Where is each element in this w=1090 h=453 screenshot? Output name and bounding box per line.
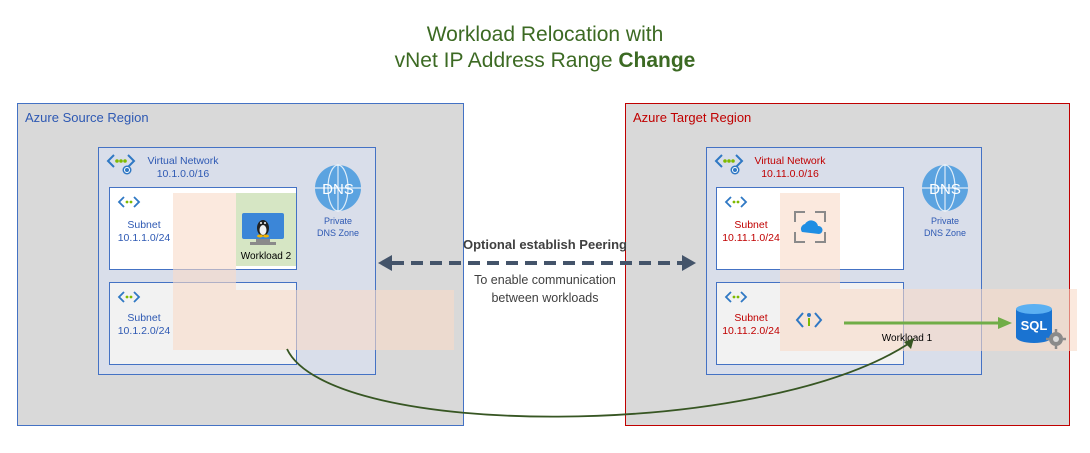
relocation-highlight <box>780 193 840 289</box>
source-vnet-label: Virtual Network <box>147 155 219 167</box>
sql-icon-text: SQL <box>1021 318 1048 333</box>
private-endpoint-icon <box>795 312 823 328</box>
dns-icon-text: DNS <box>929 181 961 198</box>
peering-arrow <box>378 255 696 271</box>
peering-line-1: To enable communication <box>474 273 616 287</box>
subnet-icon <box>117 291 141 303</box>
cloud-service-icon <box>794 211 826 243</box>
source-subnet-1-label: Subnet <box>127 219 161 231</box>
workload-2-label: Workload 2 <box>240 251 292 262</box>
target-vnet-range: 10.11.0.0/16 <box>761 168 819 180</box>
target-subnet-1-range: 10.11.1.0/24 <box>722 232 780 244</box>
dns-zone-icon: DNS <box>315 164 361 212</box>
title-emphasis: Change <box>618 49 696 72</box>
subnet-icon <box>724 196 748 208</box>
title-prefix: vNet IP Address Range <box>394 49 619 72</box>
diagram-title-line-2: vNet IP Address Range Change <box>0 48 1090 74</box>
source-subnet-2-range: 10.1.2.0/24 <box>117 325 171 337</box>
target-dns-label-1: Private <box>930 216 959 226</box>
subnet-icon <box>117 196 141 208</box>
virtual-network-icon <box>714 154 744 175</box>
subnet-icon <box>724 291 748 303</box>
relocation-highlight <box>173 193 236 350</box>
virtual-network-icon <box>106 154 136 175</box>
source-dns-label-2: DNS Zone <box>316 228 360 238</box>
source-region-label: Azure Source Region <box>25 110 149 125</box>
peering-title: Optional establish Peering <box>463 237 627 252</box>
relocation-highlight <box>236 290 454 350</box>
target-vnet-label: Virtual Network <box>754 155 826 167</box>
source-subnet-1-range: 10.1.1.0/24 <box>117 232 171 244</box>
diagram-title-line-1: Workload Relocation with <box>426 23 664 46</box>
target-subnet-1-label: Subnet <box>734 219 768 231</box>
peering-line-2: between workloads <box>491 291 599 305</box>
source-vnet-range: 10.1.0.0/16 <box>156 168 210 180</box>
sql-database-icon: SQL <box>1016 304 1066 349</box>
linux-vm-icon <box>242 213 284 245</box>
workload-1-arrow <box>844 317 1012 329</box>
workload-1-label: Workload 1 <box>881 333 933 344</box>
target-dns-label-2: DNS Zone <box>923 228 967 238</box>
dns-icon-text: DNS <box>322 181 354 198</box>
target-region-label: Azure Target Region <box>633 110 752 125</box>
dns-zone-icon: DNS <box>922 164 968 212</box>
target-subnet-2-range: 10.11.2.0/24 <box>722 325 780 337</box>
source-subnet-2-label: Subnet <box>127 312 161 324</box>
source-dns-label-1: Private <box>323 216 352 226</box>
target-subnet-2-label: Subnet <box>734 312 768 324</box>
